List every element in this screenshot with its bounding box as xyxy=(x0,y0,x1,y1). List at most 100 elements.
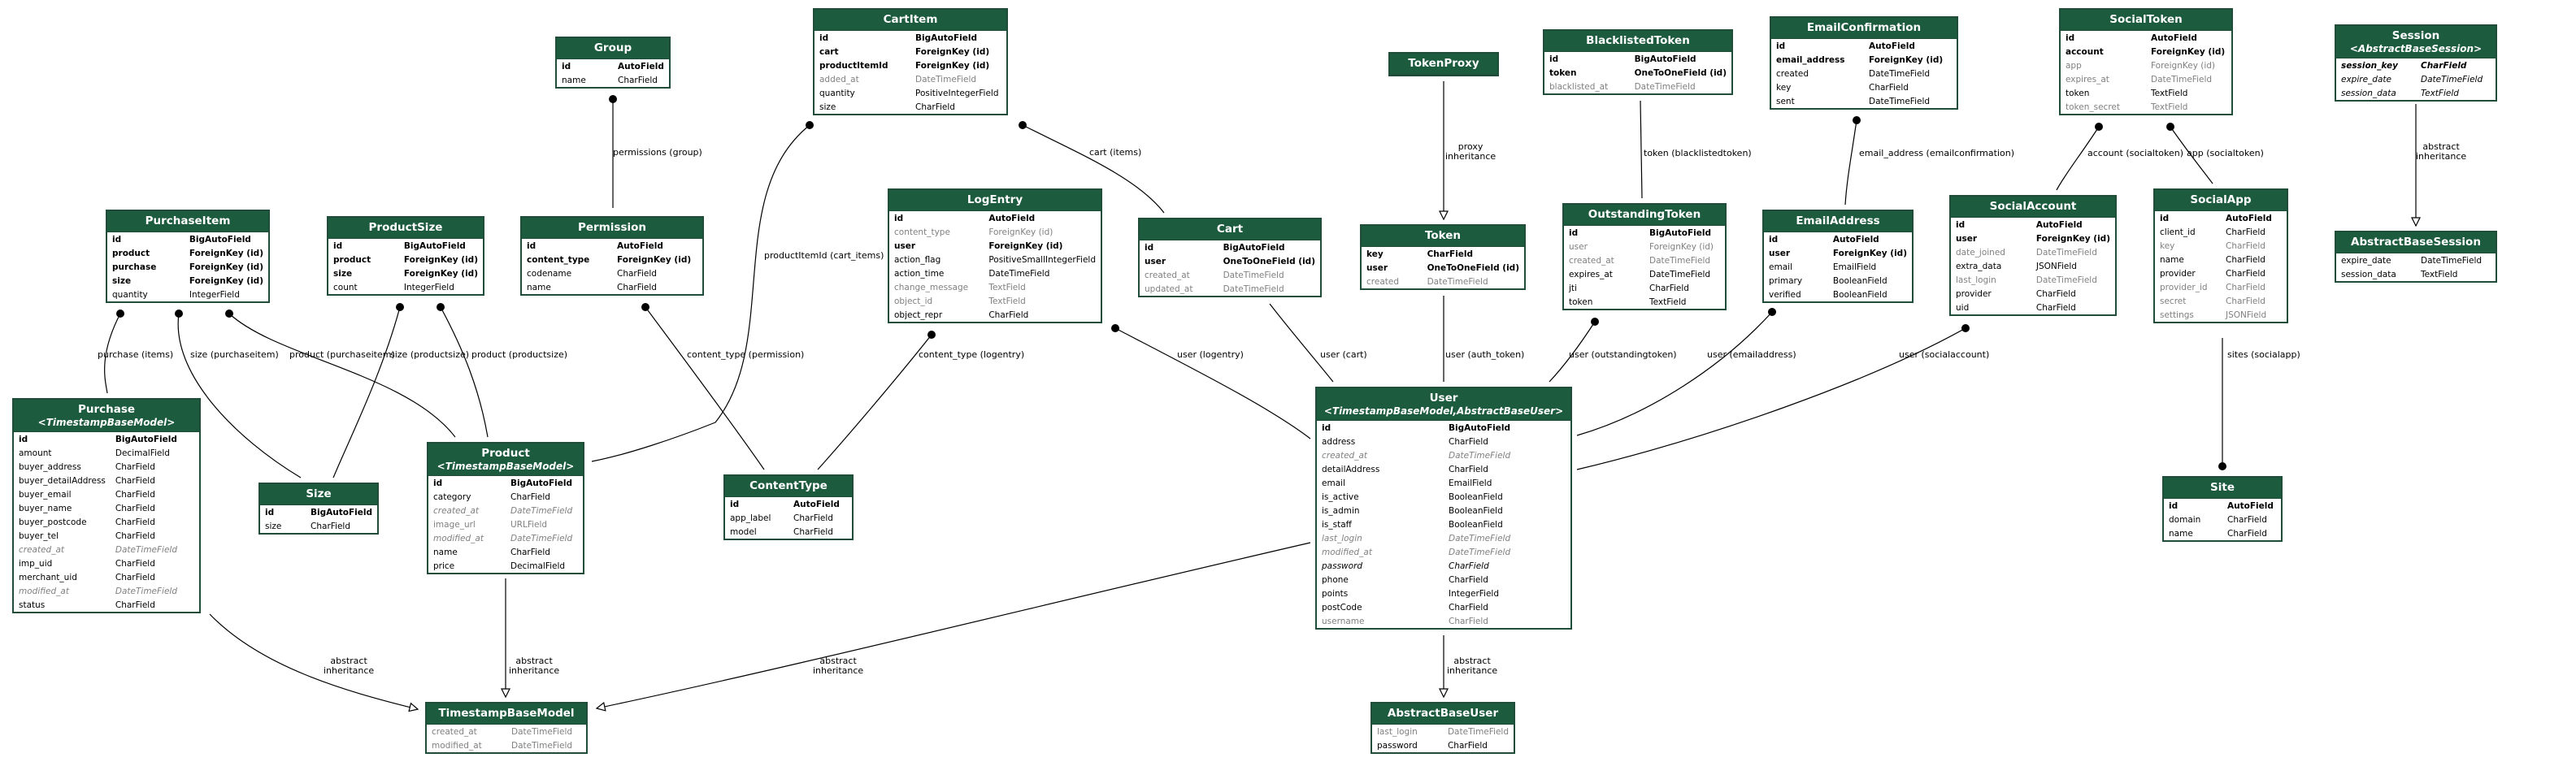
entity-name: OutstandingToken xyxy=(1588,208,1701,221)
entity-name: BlacklistedToken xyxy=(1586,34,1690,47)
field-name: created xyxy=(1776,68,1809,79)
field-name: cart xyxy=(819,46,839,57)
field-type: AutoField xyxy=(988,213,1036,223)
entity-name: EmailAddress xyxy=(1796,214,1880,227)
field-name: session_key xyxy=(2341,60,2398,71)
edge-label-abstract-inheritance-purchase: abstract inheritance xyxy=(324,656,374,676)
field-type: DateTimeField xyxy=(1449,533,1511,543)
edge-endpoint-dot xyxy=(225,310,233,318)
field-type: CharField xyxy=(115,572,155,582)
field-type: ForeignKey (id) xyxy=(189,248,263,258)
entity-title: Group xyxy=(557,38,669,59)
field-type: ForeignKey (id) xyxy=(189,262,263,272)
field-type: BooleanField xyxy=(1832,275,1887,286)
field-name: app_label xyxy=(730,513,771,523)
edge-label-line: inheritance xyxy=(509,665,560,676)
entity-tokenproxy[interactable]: TokenProxy xyxy=(1388,52,1499,76)
field-name: email xyxy=(1769,262,1792,272)
field-type: CharField xyxy=(115,517,155,527)
field-type: AutoField xyxy=(2151,32,2197,43)
field-type: CharField xyxy=(915,102,955,112)
edge-content-type-permission xyxy=(645,306,765,470)
edge-user-cart xyxy=(1269,303,1334,383)
field-name: session_data xyxy=(2341,269,2396,279)
entity-user[interactable]: User<TimestampBaseModel,AbstractBaseUser… xyxy=(1315,387,1572,630)
field-name: domain xyxy=(2169,514,2201,525)
entity-title: Cart xyxy=(1140,219,1320,240)
entity-name: PurchaseItem xyxy=(145,214,231,227)
field-name: expires_at xyxy=(2066,74,2109,84)
field-type: CharField xyxy=(115,475,155,486)
edge-label-line: inheritance xyxy=(1445,151,1497,162)
field-name: id xyxy=(1145,242,1154,253)
field-name: modified_at xyxy=(433,533,484,543)
edge-product-productsize xyxy=(440,306,489,438)
field-type: IntegerField xyxy=(403,282,454,292)
edge-account-socialtoken xyxy=(2056,126,2100,191)
field-type: BigAutoField xyxy=(1634,54,1696,64)
field-type: ForeignKey (id) xyxy=(915,46,990,57)
field-name: merchant_uid xyxy=(19,572,77,582)
field-name: provider xyxy=(2160,268,2196,279)
field-name: category xyxy=(433,491,471,502)
field-name: codename xyxy=(527,268,572,279)
field-type: CharField xyxy=(793,526,833,537)
field-type: ForeignKey (id) xyxy=(403,268,478,279)
entity-title: OutstandingToken xyxy=(1564,205,1725,226)
edge-label-size-productsize: size (productsize) xyxy=(390,349,470,360)
